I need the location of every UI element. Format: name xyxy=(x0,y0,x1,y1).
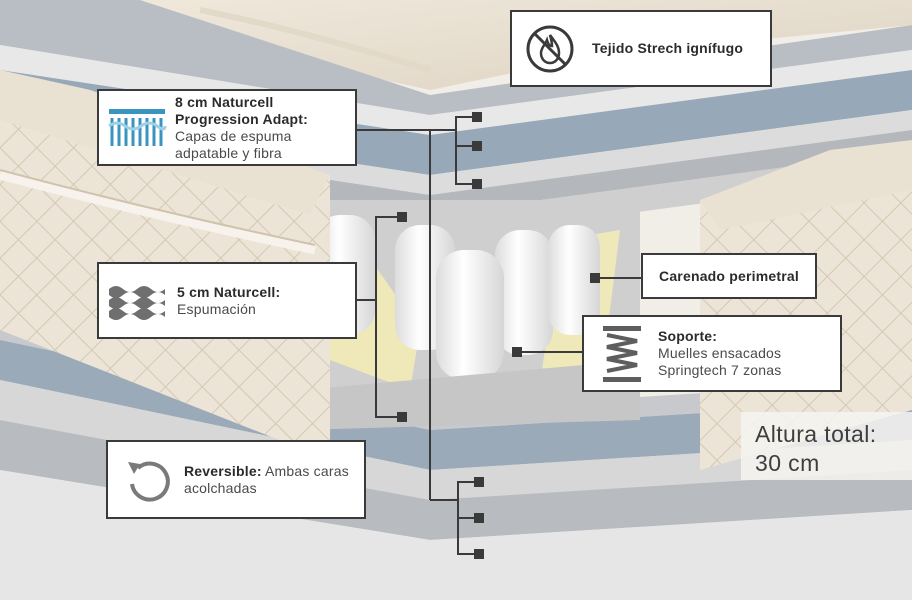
naturcell8-title-line2: Progression Adapt: xyxy=(175,110,308,127)
leader-end-markers xyxy=(397,112,600,559)
foam-layers-blue-icon xyxy=(105,106,169,150)
callout-naturcell-5cm: 5 cm Naturcell: Espumación xyxy=(97,262,357,339)
total-height-label: Altura total: 30 cm xyxy=(741,412,912,480)
reversible-desc-line2: acolchadas xyxy=(184,479,257,496)
spring-icon xyxy=(594,324,650,384)
callout-soporte: Soporte: Muelles ensacados Springtech 7 … xyxy=(582,315,842,392)
altura-line1: Altura total: xyxy=(755,421,877,447)
rotate-icon xyxy=(118,454,178,506)
callout-carenado: Carenado perimetral xyxy=(641,253,817,299)
spring-core xyxy=(260,200,640,430)
leader-lines xyxy=(357,116,641,555)
naturcell8-desc-line2: adpatable y fibra xyxy=(175,144,282,161)
naturcell5-desc: Espumación xyxy=(177,300,257,317)
soporte-desc-line1: Muelles ensacados xyxy=(658,345,782,361)
carenado-title: Carenado perimetral xyxy=(659,267,799,284)
callout-tejido: Tejido Strech ignífugo xyxy=(510,10,772,87)
callout-naturcell-8cm: 8 cm Naturcell Progression Adapt: Capas … xyxy=(97,89,357,166)
naturcell8-title-line1: 8 cm Naturcell xyxy=(175,93,274,110)
reversible-title: Reversible: xyxy=(184,462,262,479)
soporte-desc-line2: Springtech 7 zonas xyxy=(658,362,782,378)
tejido-title: Tejido Strech ignífugo xyxy=(592,40,744,56)
altura-line2: 30 cm xyxy=(755,450,820,476)
no-fire-icon xyxy=(520,24,580,74)
callout-reversible: Reversible: Ambas caras acolchadas xyxy=(106,440,366,519)
naturcell8-desc-line1: Capas de espuma xyxy=(175,127,292,144)
soporte-title: Soporte: xyxy=(658,328,718,344)
naturcell5-title: 5 cm Naturcell: xyxy=(177,283,281,300)
reversible-desc-line1: Ambas caras xyxy=(261,462,349,479)
foam-waves-icon xyxy=(105,281,169,321)
